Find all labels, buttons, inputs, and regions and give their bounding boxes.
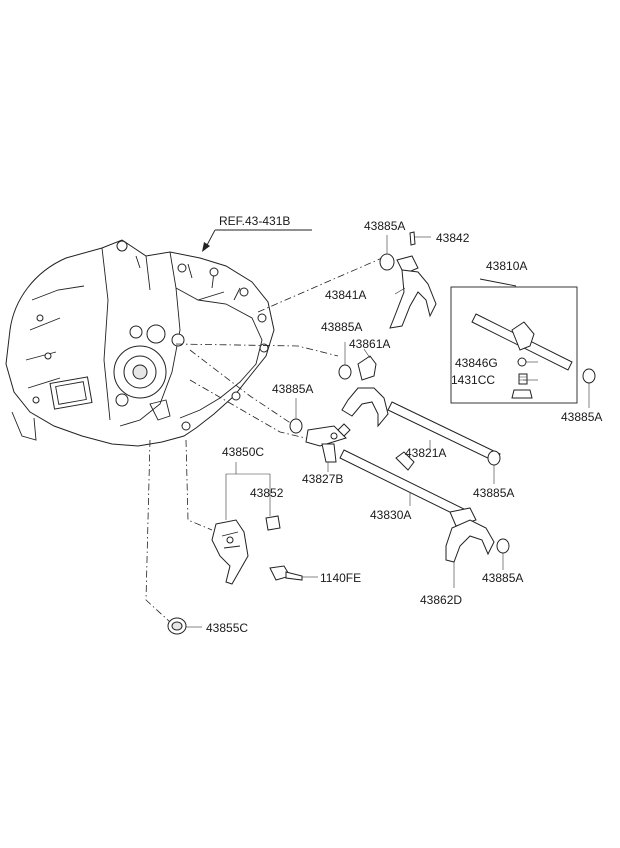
label-43885A-right[interactable]: 43885A	[561, 410, 602, 424]
assembly-centerlines	[145, 257, 383, 623]
label-43862D[interactable]: 43862D	[420, 593, 462, 607]
shift-rail-43810A-group	[450, 278, 596, 404]
label-43852[interactable]: 43852	[250, 486, 284, 500]
label-43830A[interactable]: 43830A	[370, 508, 411, 522]
part-labels: 43885A 43842 43810A 43841A 43885A 43861A…	[206, 219, 602, 635]
label-43885A-shaft[interactable]: 43885A	[473, 486, 514, 500]
label-1431CC[interactable]: 1431CC	[451, 373, 495, 387]
label-43861A[interactable]: 43861A	[349, 337, 390, 351]
shift-fork-43862D	[445, 507, 510, 563]
leader-lines	[186, 235, 590, 628]
label-43885A-bottom[interactable]: 43885A	[482, 571, 523, 585]
label-43810A[interactable]: 43810A	[486, 259, 527, 273]
label-43841A[interactable]: 43841A	[325, 288, 366, 302]
label-43850C[interactable]: 43850C	[222, 445, 264, 459]
reference-callout: REF.43-431B	[202, 214, 312, 252]
label-1140FE[interactable]: 1140FE	[320, 571, 361, 585]
label-43821A[interactable]: 43821A	[405, 446, 446, 460]
transmission-housing	[5, 239, 275, 447]
shift-fork-43861A	[338, 355, 501, 466]
label-43885A-left[interactable]: 43885A	[272, 382, 313, 396]
label-43827B[interactable]: 43827B	[302, 472, 343, 486]
label-43885A-top[interactable]: 43885A	[364, 219, 405, 233]
seal-43855C	[167, 617, 187, 635]
label-43855C[interactable]: 43855C	[206, 621, 248, 635]
label-43885A-mid[interactable]: 43885A	[321, 320, 362, 334]
label-43846G[interactable]: 43846G	[455, 356, 498, 370]
label-43842[interactable]: 43842	[436, 231, 470, 245]
bracket-43850C	[211, 515, 303, 585]
shift-lever-43827B	[289, 418, 351, 463]
reference-label[interactable]: REF.43-431B	[219, 214, 290, 228]
shift-fork-43841A	[379, 231, 437, 329]
